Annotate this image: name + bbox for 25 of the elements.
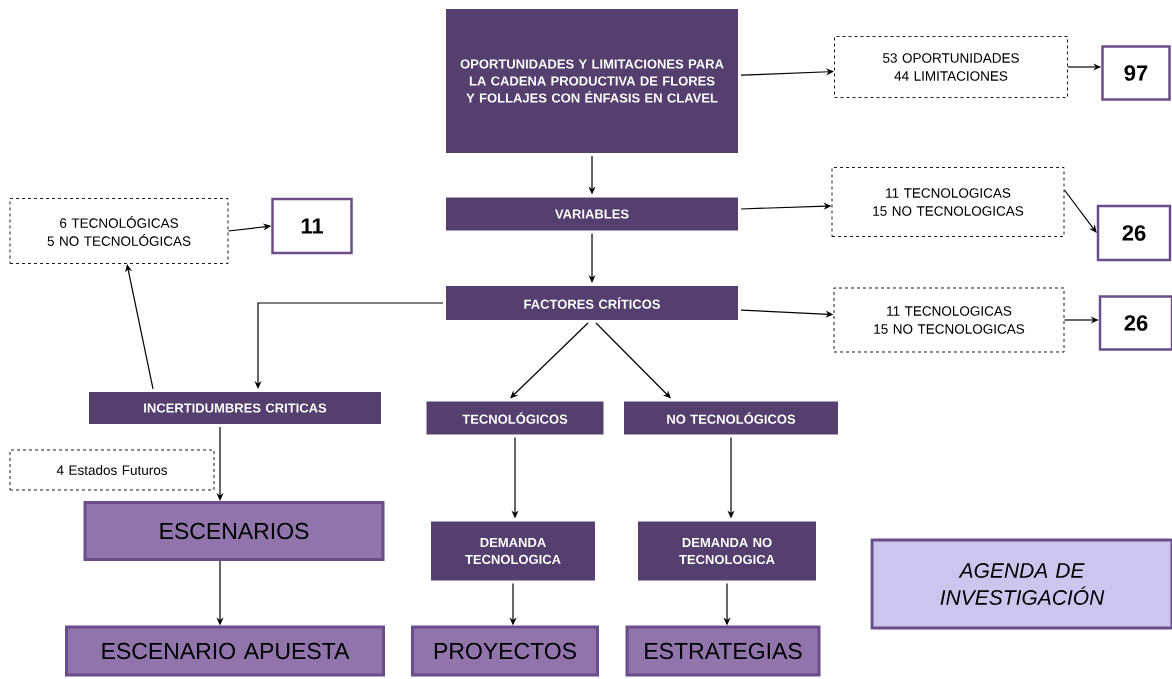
process-box: NO TECNOLÓGICOS [621, 398, 841, 438]
arrow [1063, 189, 1097, 233]
arrow [510, 322, 589, 399]
total-box: 11 [271, 197, 353, 255]
result-box: ESTRATEGIAS [625, 625, 821, 677]
process-box: TECNOLÓGICOS [423, 398, 607, 438]
process-box: DEMANDA TECNOLOGICA [428, 518, 598, 584]
process-box: OPORTUNIDADES Y LIMITACIONES PARA LA CADENA PRODUCTIVA DE FLORES Y FOLLAJES CON ÉNFASIS EN CLAVEL [443, 6, 741, 156]
process-box: INCERTIDUMBRES CRITICAS [86, 389, 384, 427]
agenda-box: AGENDA DE INVESTIGACIÓN [870, 538, 1172, 630]
process-box: VARIABLES [443, 194, 741, 234]
result-box: PROYECTOS [411, 625, 599, 677]
total-box: 97 [1101, 45, 1171, 101]
process-box: FACTORES CRÍTICOS [443, 283, 741, 323]
count-box: 11 TECNOLOGICAS 15 NO TECNOLOGICAS [833, 287, 1065, 353]
count-box: 11 TECNOLOGICAS 15 NO TECNOLOGICAS [831, 167, 1065, 237]
result-box: ESCENARIOS [83, 501, 385, 561]
total-box: 26 [1098, 295, 1172, 351]
total-box: 26 [1096, 204, 1172, 262]
note-box: 4 Estados Futuros [9, 449, 215, 491]
process-box: DEMANDA NO TECNOLOGICA [635, 518, 819, 584]
count-box: 53 OPORTUNIDADES 44 LIMITACIONES [834, 36, 1068, 98]
count-box: 6 TECNOLÓGICAS 5 NO TECNOLÓGICAS [9, 198, 229, 264]
arrow [595, 322, 671, 399]
result-box: ESCENARIO APUESTA [65, 625, 385, 677]
